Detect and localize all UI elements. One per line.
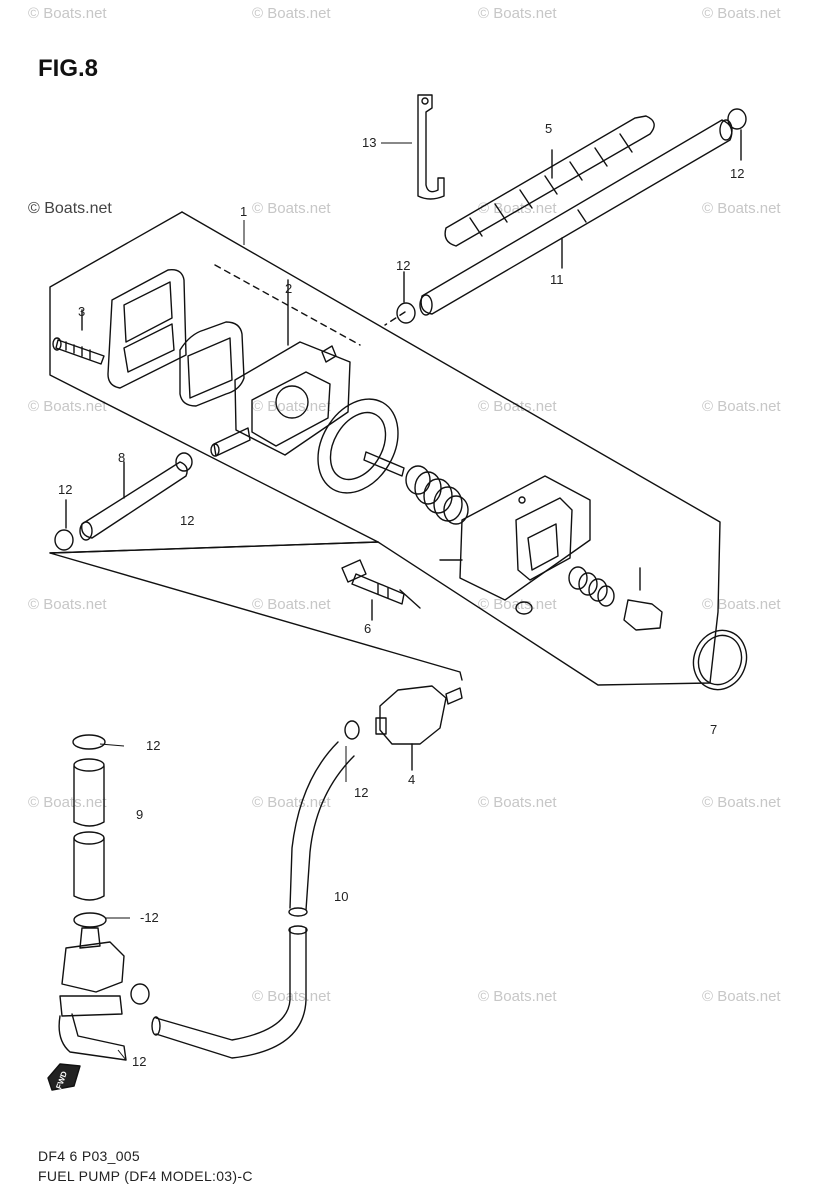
- watermark: © Boats.net: [28, 5, 107, 22]
- valve-spring: [568, 566, 615, 607]
- watermark: © Boats.net: [252, 794, 331, 811]
- clip-part-13: [417, 94, 445, 200]
- label-part-5: 5: [545, 121, 552, 136]
- watermark: © Boats.net: [702, 596, 781, 613]
- watermark: © Boats.net: [702, 988, 781, 1005]
- fuel-cock: [58, 927, 150, 1061]
- protector-part-5: [444, 115, 655, 247]
- gasket: [179, 321, 245, 407]
- watermark: © Boats.net: [28, 794, 107, 811]
- hose-part-8: [54, 452, 193, 551]
- figure-caption: FUEL PUMP (DF4 MODEL:03)-C: [38, 1168, 253, 1184]
- fuel-filter-part-4: [344, 685, 463, 771]
- watermark: © Boats.net: [478, 5, 557, 22]
- label-part-11: 11: [550, 272, 564, 287]
- watermark: © Boats.net: [252, 200, 331, 217]
- watermark: © Boats.net: [252, 988, 331, 1005]
- fwd-arrow-icon: [47, 1063, 81, 1091]
- label-part-8: 8: [118, 450, 125, 465]
- valve-plate: [107, 269, 187, 389]
- watermark: © Boats.net: [702, 200, 781, 217]
- watermark: © Boats.net: [702, 794, 781, 811]
- pump-cover: [439, 475, 591, 615]
- watermark: © Boats.net: [478, 988, 557, 1005]
- watermark: © Boats.net: [702, 398, 781, 415]
- figure-title: FIG.8: [38, 55, 99, 82]
- label-part-7: 7: [710, 722, 717, 737]
- label-part-12: -12: [140, 910, 159, 925]
- watermark: © Boats.net: [252, 398, 331, 415]
- label-part-12: 12: [146, 738, 160, 753]
- label-part-6: 6: [364, 621, 371, 636]
- assembly-outline: [49, 211, 463, 681]
- diaphragm: [317, 398, 405, 494]
- watermark: © Boats.net: [28, 596, 107, 613]
- watermark: © Boats.net: [478, 398, 557, 415]
- watermark: © Boats.net: [28, 398, 107, 415]
- watermark: © Boats.net: [252, 596, 331, 613]
- watermark: © Boats.net: [702, 5, 781, 22]
- pump-body-part-2: [210, 279, 351, 457]
- watermark: © Boats.net: [252, 5, 331, 22]
- label-part-10: 10: [334, 889, 348, 904]
- screw-part-3: [52, 309, 105, 365]
- label-part-3: 3: [78, 304, 85, 319]
- watermark: © Boats.net: [28, 200, 112, 217]
- watermark: © Boats.net: [478, 794, 557, 811]
- label-part-1: 1: [240, 204, 247, 219]
- label-part-2: 2: [285, 281, 292, 296]
- hose-part-9: [72, 734, 107, 928]
- o-ring-part-7: [692, 629, 748, 691]
- label-part-13: 13: [362, 135, 376, 150]
- label-part-12: 12: [132, 1054, 146, 1069]
- hose-part-11: [419, 119, 733, 316]
- label-part-12: 12: [180, 513, 194, 528]
- label-part-12: 12: [730, 166, 744, 181]
- watermark: © Boats.net: [478, 200, 557, 217]
- valve-cap: [623, 567, 663, 631]
- label-part-12: 12: [58, 482, 72, 497]
- bolt-part-6: [341, 559, 405, 621]
- spring: [405, 465, 469, 525]
- label-part-9: 9: [136, 807, 143, 822]
- label-part-4: 4: [408, 772, 415, 787]
- label-part-12: 12: [354, 785, 368, 800]
- hose-part-10: [151, 741, 355, 1059]
- figure-code: DF4 6 P03_005: [38, 1148, 140, 1164]
- label-part-12: 12: [396, 258, 410, 273]
